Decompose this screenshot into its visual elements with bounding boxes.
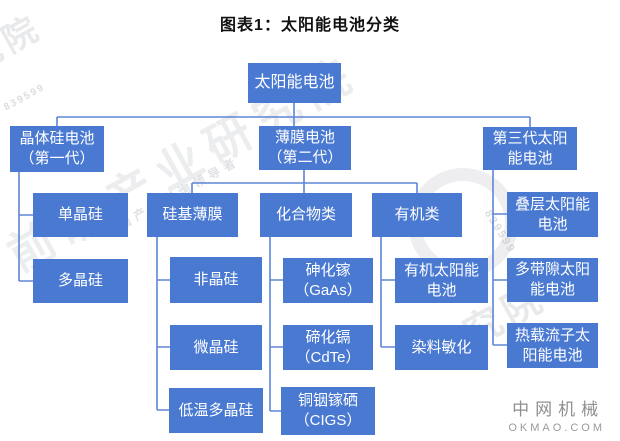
node-cigs: 铜铟镓硒 （CIGS） xyxy=(281,387,375,435)
node-crystalline-silicon-gen1: 晶体硅电池 （第一代） xyxy=(10,126,104,172)
node-amorphous-silicon: 非晶硅 xyxy=(170,257,262,303)
node-microcrystalline-silicon: 微晶硅 xyxy=(170,325,262,370)
node-third-generation: 第三代太阳 能电池 xyxy=(483,127,577,170)
node-dye-sensitized: 染料敏化 xyxy=(395,325,488,370)
node-silicon-based-thin-film: 硅基薄膜 xyxy=(147,193,238,237)
brand-watermark: 中网机械 OKMAO.COM xyxy=(508,395,602,434)
brand-name: 中网机械 xyxy=(512,400,605,419)
node-monocrystalline-silicon: 单晶硅 xyxy=(33,193,128,237)
brand-site: OKMAO.COM xyxy=(508,422,605,434)
node-hot-carrier-solar-cell: 热载流子太 阳能电池 xyxy=(507,323,598,368)
node-gallium-arsenide: 砷化镓 （GaAs） xyxy=(283,258,373,303)
node-compound-type: 化合物类 xyxy=(260,193,352,237)
node-organic-solar-cell: 有机太阳能 电池 xyxy=(395,258,488,303)
node-organic-type: 有机类 xyxy=(372,193,462,237)
node-thin-film-gen2: 薄膜电池 （第二代） xyxy=(259,126,351,170)
node-multi-bandgap-solar-cell: 多带隙太阳 能电池 xyxy=(507,258,598,302)
node-solar-cell: 太阳能电池 xyxy=(248,63,341,103)
node-cadmium-telluride: 碲化镉 （CdTe） xyxy=(283,325,373,370)
node-tandem-solar-cell: 叠层太阳能 电池 xyxy=(507,192,598,237)
figure-title: 图表1：太阳能电池分类 xyxy=(220,17,400,34)
node-polycrystalline-silicon: 多晶硅 xyxy=(33,259,128,303)
node-low-temp-poly-silicon: 低温多晶硅 xyxy=(169,388,263,433)
